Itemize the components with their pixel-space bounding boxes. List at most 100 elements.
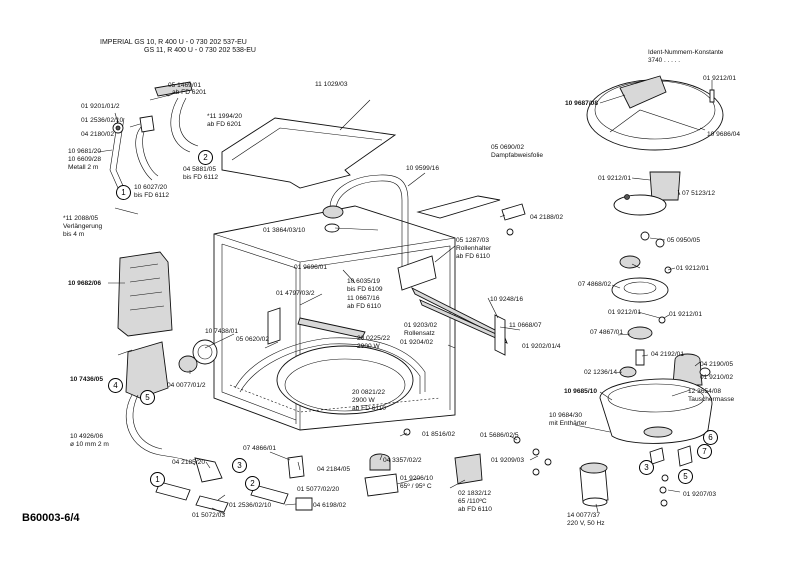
part-label: 2900 W [357,343,380,350]
ident-value: 3740 . . . . . [648,57,680,64]
part-label: 05 0690/02 [491,144,525,151]
part-label: 01 9204/02 [400,339,434,346]
part-label: 01 5077/02/20 [297,486,340,493]
bracket [501,203,526,221]
part-label: 05 1469/01 [168,82,202,89]
part-label: 04 5881/05 [183,166,217,173]
part-label: 01 5072/03 [192,512,226,519]
part-label: ab FD 6201 [207,121,242,128]
part-label: 10 7436/05 [70,376,104,383]
callout-number: 2 [198,150,213,165]
vapor-film [416,195,501,219]
part-label: 12 3654/08 [688,388,722,395]
part-label: 10 9248/16 [490,296,524,303]
part-label: 01 2536/02/10 [81,117,124,124]
part-label: Rollenhalter [456,245,492,252]
part-label: 04 6198/02 [313,502,347,509]
part-label: 01 9212/01 [676,265,710,272]
part-label: 01 9202/01/4 [522,343,561,350]
sump-bowl [599,378,713,444]
part-label: 01 9203/02 [404,322,438,329]
part-label: 04 2190/05 [700,361,734,368]
part-label: ø 10 mm 2 m [70,441,109,448]
part-label: 07 4868/02 [578,281,612,288]
part-label: Tauschermasse [688,396,735,403]
part-label: 01 9212/01 [608,309,642,316]
part-label: ab FD 6110 [352,405,386,412]
part-label: 10 9599/16 [406,165,440,172]
part-label: 11 1029/03 [315,81,348,88]
part-label: bis FD 6109 [347,286,383,293]
part-label: Rollensatz [404,330,435,337]
part-label: Dampfabweisfolie [491,152,544,159]
ident-label: Ident-Nummern-Konstante [648,49,724,56]
part-label: Metall 2 m [68,164,99,171]
part-label: 65 /110ºC [458,498,487,505]
callout-number: 5 [140,390,155,405]
part-label: 07 4866/01 [243,445,277,452]
part-label: *11 2088/05 [63,215,99,222]
part-label: 10 9684/30 [549,412,583,419]
callout-number: 3 [232,458,247,473]
part-label: 01 9696/01 [294,264,328,271]
part-label: bis FD 6112 [134,192,170,199]
part-label: 04 2185/20 [172,459,206,466]
part-label: 07 4867/01 [590,329,624,336]
callout-number: 2 [245,476,260,491]
part-label: 10 6035/19 [347,278,381,285]
part-label: 04 2184/05 [317,466,351,473]
part-label: 01 4797/03/2 [276,290,315,297]
part-label: 04 3357/02/2 [383,457,422,464]
part-label: mit Enthärter [549,420,587,427]
part-label: 20 0225/22 [357,335,391,342]
callout-number: 7 [697,444,712,459]
part-label: 01 9212/01 [598,175,632,182]
part-label: 10 9686/04 [707,131,741,138]
part-label: 04 2192/01 [651,351,685,358]
part-label: 10 9682/06 [68,280,102,287]
part-label: 01 2536/02/10 [229,502,272,509]
part-label: 10 9681/20 [68,148,102,155]
model-line-2: GS 11, R 400 U - 0 730 202 538-EU [144,47,256,54]
part-label: 01 9207/03 [683,491,717,498]
callout-number: 6 [703,430,718,445]
part-label: 01 9210/02 [700,374,734,381]
part-label: 2900 W [352,397,375,404]
part-label: 11 0667/16 [347,295,380,302]
callout-number: 3 [639,460,654,475]
part-label: ab FD 6110 [347,303,381,310]
part-label: 01 5686/02/5 [480,432,519,439]
leader-lines [97,80,713,515]
part-label: bis 4 m [63,231,85,238]
part-label: 04 2180/02 [81,131,115,138]
part-label: 20 0821/22 [352,389,386,396]
part-label: 01 9201/01/2 [81,103,120,110]
part-label: *11 1994/20 [207,113,243,120]
part-label: 02 1236/14 [584,369,618,376]
part-label: 220 V, 50 Hz [567,520,605,527]
part-label: bis FD 6112 [183,174,219,181]
part-label: 05 1287/03 [456,237,490,244]
part-label: 10 9685/10 [564,388,598,395]
part-label: 65º / 95º C [400,483,432,490]
part-label: 10 9687/08 [565,100,599,107]
callout-number: 1 [116,185,131,200]
callout-number: 1 [150,472,165,487]
callout-number: 5 [678,469,693,484]
part-label: 10 4926/06 [70,433,104,440]
part-label: 01 9212/01 [703,75,737,82]
part-label: ab FD 6201 [172,89,207,96]
part-label: Verlängerung [63,223,103,230]
part-label: 10 6027/20 [134,184,168,191]
top-cover-panel [221,117,397,189]
part-label: 01 8516/02 [422,431,456,438]
part-label: 01 9212/01 [669,311,703,318]
part-label: 10 6609/28 [68,156,102,163]
callout-number: 4 [108,378,123,393]
part-label: 07 5123/12 [682,190,716,197]
part-label: ab FD 6110 [456,253,490,260]
part-label: 11 0668/07 [509,322,542,329]
part-label: 01 9206/10 [400,475,434,482]
tub-body [213,205,456,431]
